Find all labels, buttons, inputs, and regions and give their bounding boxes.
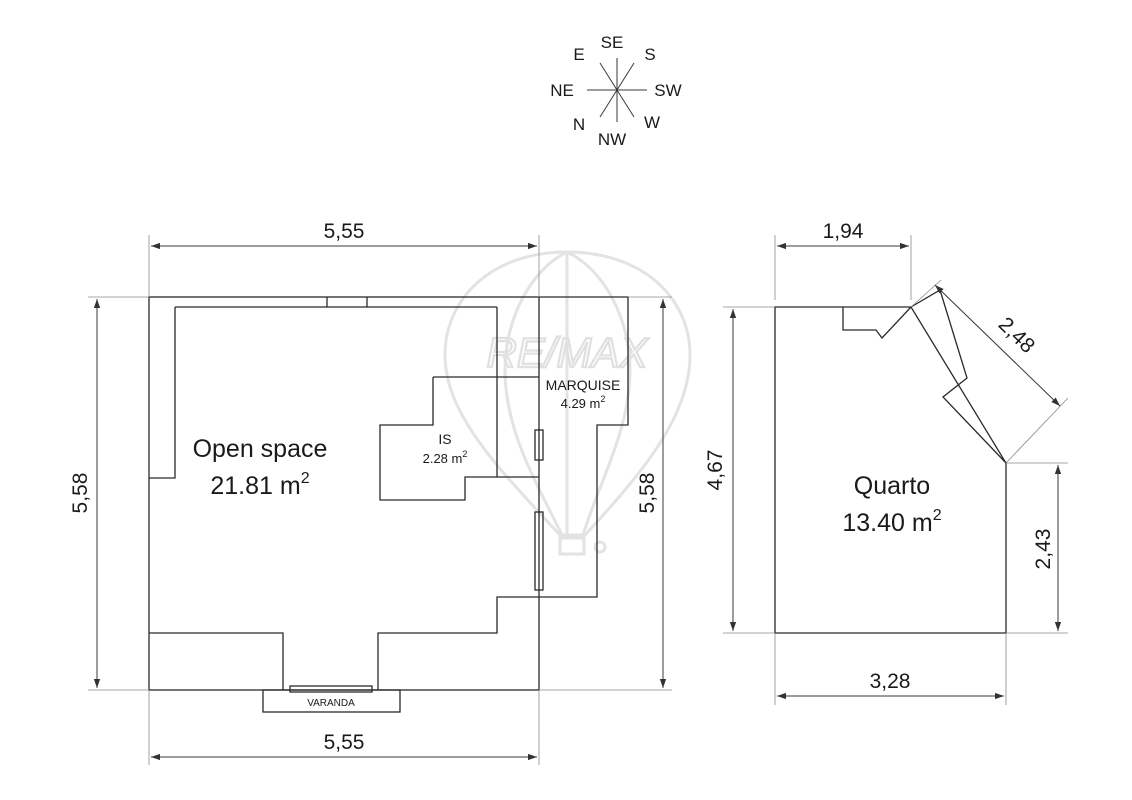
compass-label-n: N (573, 115, 585, 134)
compass-label-e: E (573, 45, 584, 64)
unit-quarto-walls (774, 289, 1007, 634)
compass-rose: SE S SW W NW N NE E (550, 33, 682, 149)
unit-left-walls (148, 296, 629, 713)
is-area: 2.28 m2 (423, 449, 468, 466)
compass-label-nw: NW (598, 130, 626, 149)
dim-quarto-height: 4,67 (704, 450, 727, 491)
is-name: IS (438, 431, 451, 447)
marquise-name: MARQUISE (546, 377, 621, 393)
compass-label-ne: NE (550, 81, 574, 100)
watermark-balloon: RE/MAX (443, 250, 692, 556)
dimensions-quarto (723, 235, 1069, 705)
dim-quarto-diagonal: 2,48 (994, 313, 1039, 358)
marquise-area-sup: 2 (600, 394, 605, 404)
compass-label-sw: SW (654, 81, 681, 100)
dim-quarto-right-lower: 2,43 (1032, 529, 1055, 570)
dim-right-height: 5,58 (636, 473, 659, 514)
dim-quarto-top: 1,94 (823, 220, 864, 243)
dim-quarto-bottom: 3,28 (870, 670, 911, 693)
compass-label-se: SE (601, 33, 624, 52)
quarto-area: 13.40 m2 (842, 507, 941, 537)
varanda-label: VARANDA (307, 698, 355, 709)
dimensions-left-unit (88, 235, 672, 765)
watermark-text: RE/MAX (486, 329, 649, 376)
open-space-name: Open space (193, 435, 328, 463)
quarto-area-sup: 2 (933, 507, 942, 524)
open-space-area: 21.81 m2 (210, 470, 309, 500)
open-space-area-sup: 2 (301, 470, 310, 487)
compass-label-w: W (644, 113, 660, 132)
marquise-area: 4.29 m2 (561, 394, 606, 411)
dim-left-height: 5,58 (69, 473, 92, 514)
compass-label-s: S (644, 45, 655, 64)
dim-top-left-width: 5,55 (324, 220, 365, 243)
dim-bottom-left-width: 5,55 (324, 731, 365, 754)
is-area-sup: 2 (462, 449, 467, 459)
quarto-name: Quarto (854, 472, 930, 500)
